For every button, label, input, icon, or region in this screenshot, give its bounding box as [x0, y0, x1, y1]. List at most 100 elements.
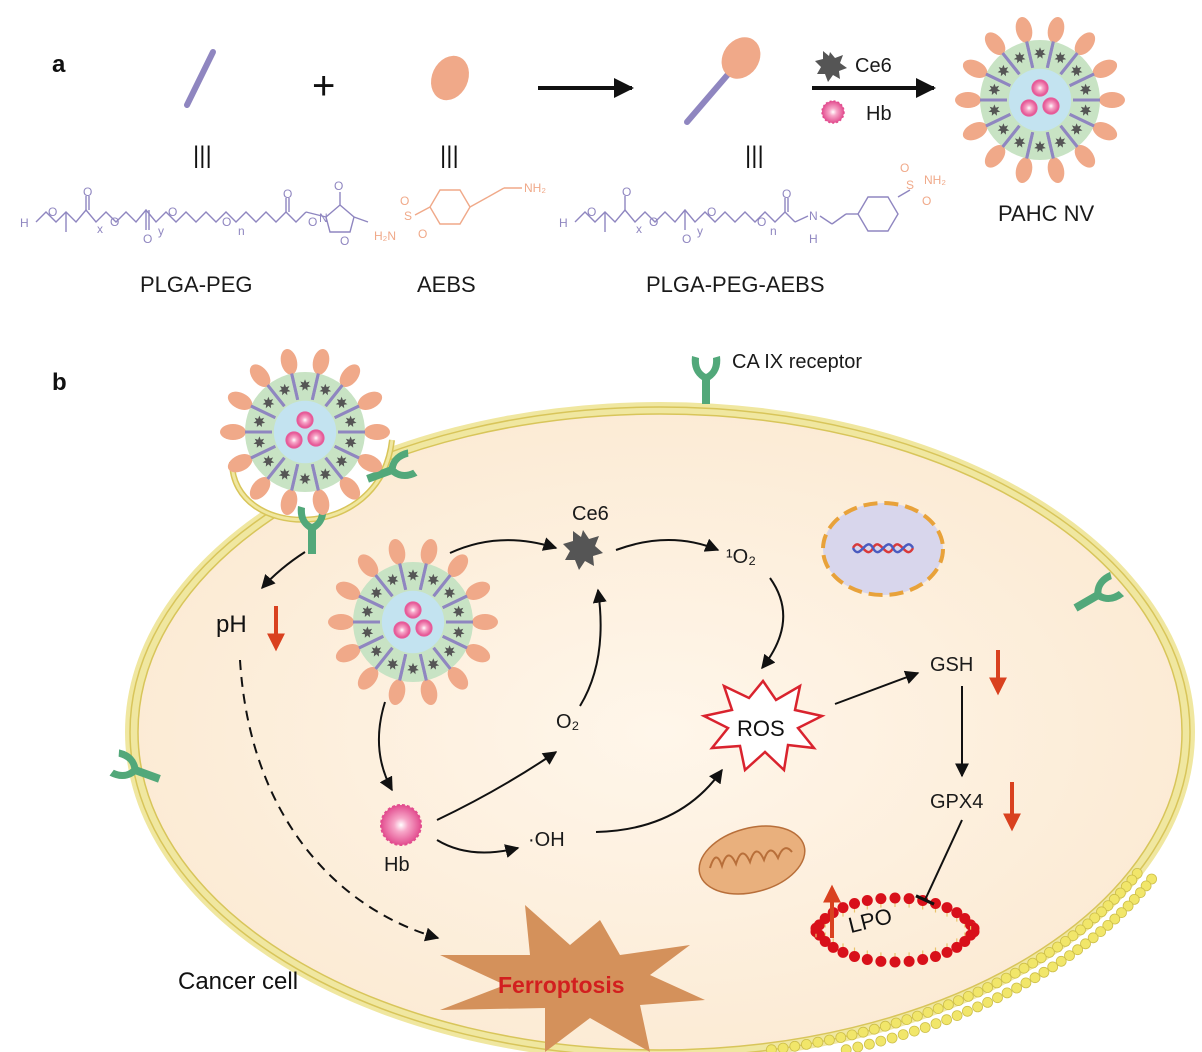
nv-hb-icon	[1020, 99, 1038, 117]
nv-aebs-ligand	[1092, 59, 1118, 78]
nv-ce6-star-icon	[299, 472, 311, 485]
svg-text:S: S	[906, 178, 914, 192]
nv-ce6-star-icon	[1070, 64, 1083, 77]
receptor-icon	[691, 356, 721, 404]
nv-ce6-star-icon	[1079, 83, 1092, 95]
aebs-ellipse	[431, 55, 469, 101]
svg-text:O: O	[110, 215, 119, 229]
reagent-ce6-label: Ce6	[855, 55, 892, 77]
nv-aebs-ligand	[1047, 17, 1065, 43]
nv-aebs-ligand	[388, 679, 406, 705]
svg-text:O: O	[649, 215, 658, 229]
plga-peg-structure	[35, 192, 369, 233]
o2-label: O₂	[556, 711, 579, 733]
arrow-oh-to-ros	[595, 768, 723, 833]
svg-text:O: O	[308, 215, 317, 229]
receptor-icon	[366, 449, 418, 483]
svg-text:O: O	[782, 187, 791, 201]
arrow-receptor-to-ph	[261, 551, 306, 590]
nv-aebs-ligand	[339, 364, 361, 388]
svg-text:O: O	[757, 215, 766, 229]
nv-ce6-star-icon	[386, 573, 399, 586]
svg-text:S: S	[404, 209, 412, 223]
nv-aebs-ligand	[955, 92, 981, 108]
hb-icon-cell	[380, 804, 422, 846]
oxidized-lipid-head	[917, 954, 929, 965]
panel-a-label: a	[52, 51, 66, 78]
inhibit-gpx4-lpo	[915, 819, 963, 906]
svg-text:O: O	[707, 205, 716, 219]
nv-aebs-ligand	[465, 581, 491, 600]
nv-ce6-star-icon	[335, 455, 348, 467]
equiv-sign-1: |||	[193, 142, 212, 169]
svg-text:O: O	[682, 232, 691, 246]
nv-ce6-star-icon	[361, 605, 374, 617]
ph-label: pH	[216, 611, 247, 638]
svg-text:O: O	[922, 194, 931, 208]
oxidized-lipid-head	[959, 936, 971, 947]
svg-text:x: x	[636, 222, 642, 236]
equiv-sign-2: |||	[440, 142, 459, 169]
nv-aebs-ligand	[962, 59, 988, 78]
arrow-nv-to-ce6	[449, 537, 558, 554]
cancer-cell-label: Cancer cell	[178, 968, 298, 995]
nv-ce6-star-icon	[997, 64, 1010, 77]
reagent-hb-label: Hb	[866, 103, 892, 125]
lipid-bilayer	[766, 868, 1157, 1052]
oxidized-lipid-head	[849, 898, 860, 909]
arrow-o2-to-ce6	[579, 588, 607, 707]
nv-aebs-ligand	[280, 489, 298, 515]
nv-ce6-star-icon	[443, 586, 456, 599]
nv-ce6-star-icon	[253, 415, 266, 427]
nv-aebs-ligand	[984, 32, 1006, 56]
ros-burst	[700, 678, 826, 773]
hb-label: Hb	[384, 854, 410, 876]
nv-aebs-ligand	[312, 349, 330, 375]
nv-hb-icon	[296, 411, 314, 429]
product-name-label: PAHC NV	[998, 201, 1094, 226]
oxidized-lipid-head	[889, 892, 901, 904]
nv-aebs-ligand	[328, 614, 354, 630]
hydroxyl-radical-label: ·OH	[528, 829, 565, 851]
nv-aebs-ligand	[1099, 92, 1125, 108]
singlet-oxygen-label: ¹O₂	[726, 546, 756, 568]
svg-text:O: O	[143, 232, 152, 246]
oxidized-lipid-head	[941, 946, 953, 958]
nv-aebs-ligand	[1092, 122, 1118, 141]
nv-aebs-ligand	[249, 364, 271, 388]
nv-aebs-ligand	[1074, 144, 1096, 168]
nv-aebs-ligand	[312, 489, 330, 515]
nv-ce6-star-icon	[262, 396, 275, 409]
nv-hb-icon	[415, 619, 433, 637]
svg-text:O: O	[900, 161, 909, 175]
compound-name-plga-peg-aebs: PLGA-PEG-AEBS	[646, 272, 825, 297]
svg-text:n: n	[770, 224, 777, 238]
nv-aebs-ligand	[1015, 17, 1033, 43]
nv-aebs-ligand	[1074, 32, 1096, 56]
svg-text:O: O	[222, 215, 231, 229]
svg-text:y: y	[158, 224, 164, 238]
svg-text:O: O	[340, 234, 349, 248]
svg-text:n: n	[238, 224, 245, 238]
nv-aebs-ligand	[357, 454, 383, 473]
nv-aebs-ligand	[357, 554, 379, 578]
nv-ce6-star-icon	[1034, 47, 1046, 59]
equiv-sign-3: |||	[745, 142, 764, 169]
nv-ce6-star-icon	[427, 658, 440, 670]
nv-aebs-ligand	[339, 476, 361, 500]
svg-text:O: O	[168, 205, 177, 219]
nv-aebs-ligand	[962, 122, 988, 141]
arrow-nv-to-hb	[377, 701, 393, 792]
plga-peg-aebs-structure-text: H O O x O O y O O n O N H S O O NH₂	[559, 161, 946, 246]
oxidized-lipid-head	[930, 898, 941, 909]
nv-ce6-star-icon	[988, 83, 1001, 95]
nv-aebs-ligand	[335, 644, 361, 663]
svg-text:H: H	[20, 216, 29, 230]
nv-aebs-ligand	[1047, 157, 1065, 183]
nv-hb-icon	[1042, 97, 1060, 115]
nv-ce6-star-icon	[278, 468, 291, 480]
mitochondrion	[698, 825, 806, 895]
nv-ce6-star-icon	[370, 586, 383, 599]
pahc-nv-inside-cell	[328, 539, 498, 705]
